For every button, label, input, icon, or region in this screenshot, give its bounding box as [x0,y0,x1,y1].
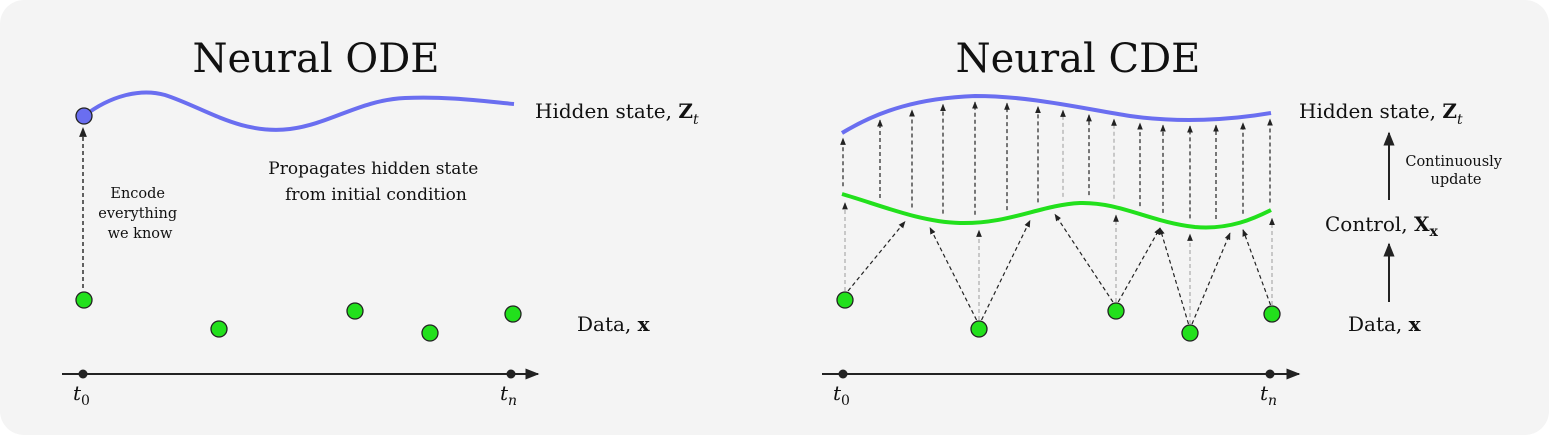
ode-data-point [75,291,93,309]
cde-data-points [836,291,1281,342]
cde-data-point [1181,324,1199,342]
ode-hidden-state-label: Hidden state, Zt [535,99,699,128]
cde-data-arrow [1191,232,1231,325]
ode-t0-label: t0 [73,381,90,409]
cde-axis-tick-start [838,369,848,379]
ode-axis-tick-start [78,369,88,379]
ode-data-label: Data, x [577,312,651,336]
ode-axis-tick-end [506,369,516,379]
ode-encode-text: Encode everything we know [98,186,182,242]
ode-data-point [210,320,228,338]
cde-data-arrow [929,226,978,321]
cde-hidden-state-curve [840,93,1272,135]
cde-data-point [1263,305,1281,323]
ode-tn-label: tn [500,381,517,409]
cde-data-point [836,291,854,309]
ode-data-points [75,291,522,342]
cde-update-text: Continuously update [1405,154,1506,188]
cde-title: Neural CDE [956,36,1201,82]
cde-tn-label: tn [1260,381,1277,409]
cde-hidden-state-label: Hidden state, Zt [1299,99,1463,128]
cde-data-arrow [1054,213,1114,303]
cde-data-arrow [981,219,1031,321]
cde-data-arrow [1242,229,1272,306]
ode-initial-state-point [75,107,93,125]
cde-control-label: Control, Xx [1325,212,1439,240]
cde-update-arrows [840,101,1273,220]
ode-data-point [504,305,522,323]
cde-data-label: Data, x [1348,312,1422,336]
cde-control-curve [841,192,1272,230]
cde-axis-tick-end [1265,369,1275,379]
cde-data-arrows [842,202,1275,325]
ode-propagate-text: Propagates hidden state from initial con… [268,159,483,205]
ode-hidden-state-curve [82,90,515,132]
ode-title: Neural ODE [193,36,440,82]
cde-data-arrow [1117,227,1161,303]
cde-data-arrow [1159,227,1190,325]
ode-data-point [421,324,439,342]
cde-data-arrow [847,221,906,292]
ode-data-point [346,302,364,320]
cde-data-point [1107,302,1125,320]
cde-t0-label: t0 [833,381,850,409]
cde-data-point [970,320,988,338]
